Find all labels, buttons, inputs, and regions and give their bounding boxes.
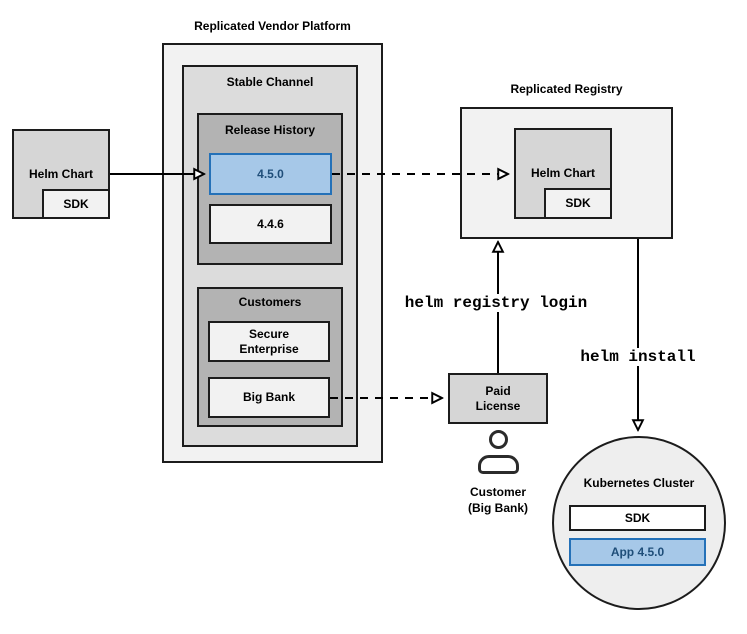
paid-license-line2: License <box>475 398 521 413</box>
cluster-sdk-box: SDK <box>569 505 706 531</box>
release-450-box: 4.5.0 <box>209 153 332 195</box>
customer-secure-enterprise-box: Secure Enterprise <box>208 321 330 362</box>
source-helm-chart-label: Helm Chart <box>28 166 93 181</box>
registry-title: Replicated Registry <box>510 82 623 96</box>
helm-install-label: helm install <box>576 348 700 366</box>
customer-caption-line2: (Big Bank) <box>468 501 528 515</box>
stable-channel-title: Stable Channel <box>226 75 314 89</box>
customer-big-bank-box: Big Bank <box>208 377 330 418</box>
registry-sdk-box: SDK <box>544 188 612 219</box>
kubernetes-cluster-title: Kubernetes Cluster <box>583 476 695 490</box>
vendor-platform-title: Replicated Vendor Platform <box>194 19 351 33</box>
paid-license-line1: Paid <box>485 383 511 398</box>
registry-helm-chart-box: Helm Chart SDK <box>514 128 612 219</box>
cluster-app-box: App 4.5.0 <box>569 538 706 566</box>
customer-caption: Customer (Big Bank) <box>438 484 558 516</box>
person-body <box>478 455 519 474</box>
source-helm-chart-box: Helm Chart SDK <box>12 129 110 219</box>
release-history-title: Release History <box>224 123 316 137</box>
source-sdk-box: SDK <box>42 189 110 219</box>
paid-license-box: Paid License <box>448 373 548 424</box>
release-446-box: 4.4.6 <box>209 204 332 244</box>
registry-helm-chart-label: Helm Chart <box>530 166 595 180</box>
customer-caption-line1: Customer <box>469 485 526 499</box>
person-head <box>489 430 508 449</box>
helm-registry-login-label: helm registry login <box>398 294 594 312</box>
customers-title: Customers <box>238 295 302 309</box>
